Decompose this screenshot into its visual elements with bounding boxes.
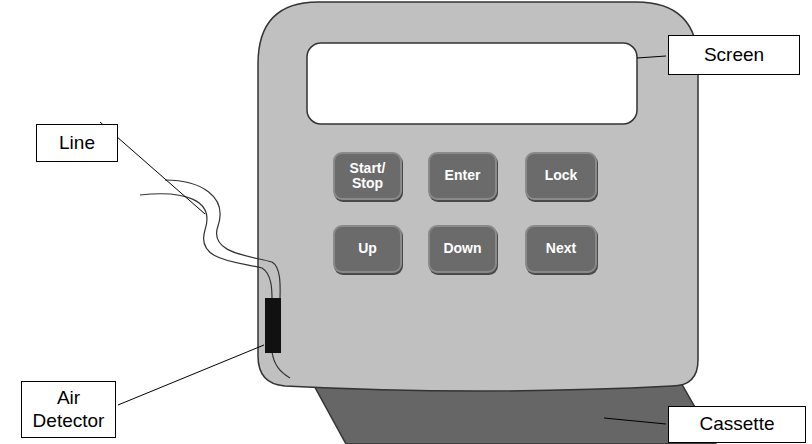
key-button: Down <box>428 225 497 273</box>
callout-text: Air Detector <box>30 387 107 433</box>
key-button: Up <box>333 225 402 273</box>
button-label: Up <box>358 241 377 256</box>
tube-line <box>140 194 272 300</box>
pump-body <box>258 2 698 391</box>
air-detector-block <box>265 298 281 353</box>
button-label: Next <box>546 241 576 256</box>
key-button: Lock <box>525 152 597 200</box>
callout-label: Cassette <box>668 406 806 443</box>
key-button: Start/ Stop <box>333 152 402 200</box>
leader-line <box>118 345 264 405</box>
button-label: Enter <box>445 168 481 183</box>
callout-label: Screen <box>668 35 800 75</box>
key-button: Next <box>525 225 597 273</box>
leader-line <box>637 56 666 58</box>
button-label: Start/ Stop <box>338 161 397 192</box>
button-label: Down <box>443 241 481 256</box>
tube-line <box>165 180 280 300</box>
callout-label: Air Detector <box>21 381 116 438</box>
callout-text: Screen <box>704 44 764 67</box>
callout-label: Line <box>36 124 118 162</box>
callout-text: Line <box>59 132 95 155</box>
key-button: Enter <box>428 152 497 200</box>
callout-text: Cassette <box>700 413 775 436</box>
leader-line <box>604 418 666 424</box>
button-label: Lock <box>545 168 578 183</box>
screen-window <box>307 43 637 124</box>
tube-line <box>272 352 290 378</box>
